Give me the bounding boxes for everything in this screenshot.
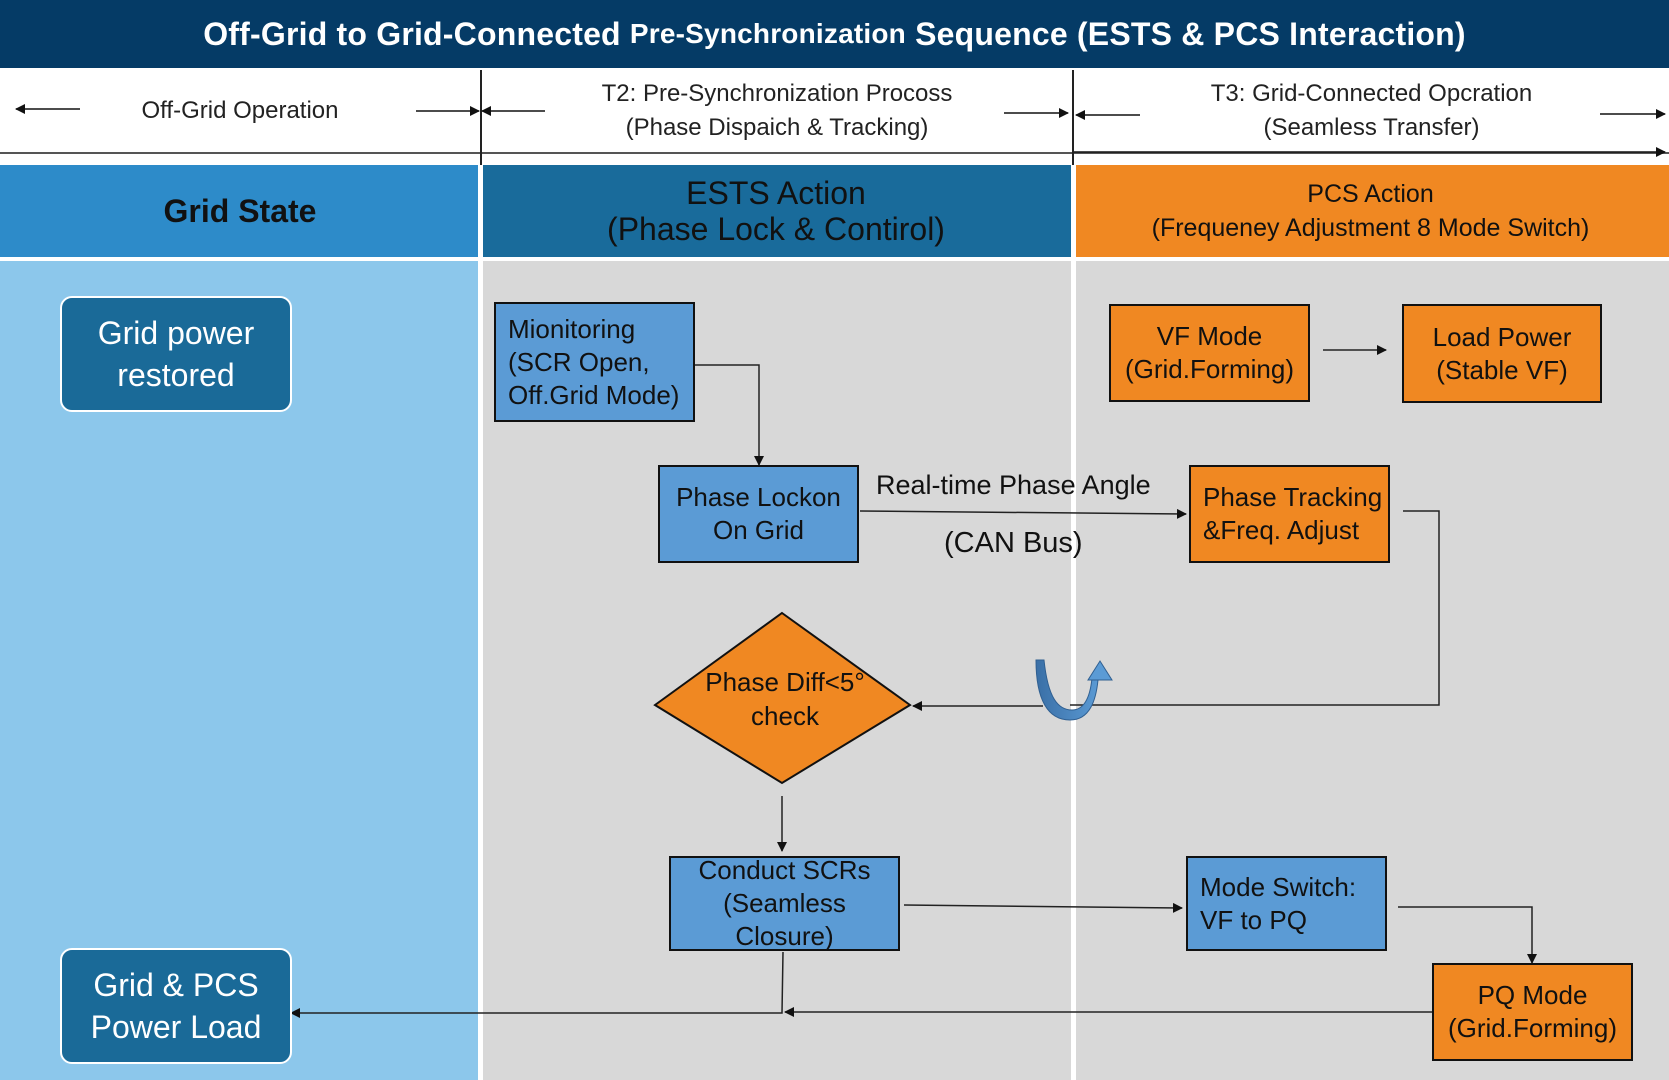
title-part-2: Pre-Synchronization [629, 18, 906, 49]
node-conduct-scrs[interactable]: Conduct SCRs (Seamless Closure) [669, 855, 900, 951]
node-grid-load-line1: Grid & PCS [93, 967, 259, 1003]
node-grid-pcs-power-load[interactable]: Grid & PCS Power Load [60, 948, 292, 1064]
node-load-power[interactable]: Load Power (Stable VF) [1402, 304, 1602, 403]
edge-label-can-bus: (CAN Bus) [944, 527, 1083, 559]
edge-label-phase-angle: Real-time Phase Angle [876, 470, 1151, 500]
node-mode-switch[interactable]: Mode Switch: VF to PQ [1186, 856, 1387, 951]
lane-separator-1 [478, 165, 483, 1080]
title-part-3: Sequence (ESTS & PCS Interaction) [915, 15, 1466, 52]
lane-header-ests-title: ESTS Action [686, 175, 866, 211]
lane-separator-2 [1071, 165, 1076, 1080]
lane-header-pcs-title: PCS Action [1307, 180, 1434, 208]
lane-header-ests: ESTS Action (Phase Lock & Contirol) [480, 165, 1072, 257]
phase-t3: T3: Grid-Connected Opcration (Seamless T… [1074, 70, 1669, 152]
phase-divider-2 [1072, 70, 1074, 165]
node-monitoring[interactable]: Mionitoring (SCR Open, Off.Grid Mode) [494, 302, 695, 422]
node-phase-lock-line1: Phase Lockon [676, 482, 841, 512]
phase-timeline: Off-Grid Operation T2: Pre-Synchronizati… [0, 70, 1669, 154]
node-grid-load-line2: Power Load [90, 1009, 262, 1045]
node-vf-mode[interactable]: VF Mode (Grid.Forming) [1109, 304, 1310, 402]
phase-t3-line1: T3: Grid-Connected Opcration [1210, 80, 1533, 107]
phase-check-line1: Phase Diff<5° [705, 667, 865, 697]
title-part-1: Off-Grid to Grid-Connected [203, 15, 621, 52]
node-vf-mode-line2: (Grid.Forming) [1124, 354, 1294, 384]
phase-divider-1 [480, 70, 482, 165]
node-vf-mode-line1: VF Mode [1156, 321, 1263, 351]
diagram-title: Off-Grid to Grid-Connected Pre-Synchroni… [0, 0, 1669, 68]
node-phase-lock[interactable]: Phase Lockon On Grid [658, 465, 859, 563]
node-monitoring-line3: Off.Grid Mode) [508, 379, 680, 410]
lane-header-grid-state: Grid State [0, 165, 480, 257]
node-tracking-line2: &Freq. Adjust [1203, 515, 1360, 545]
node-grid-power-restored-line2: restored [117, 357, 235, 393]
phase-t3-line2: (Seamless Transfer) [1263, 114, 1480, 141]
node-pq-mode[interactable]: PQ Mode (Grid.Forming) [1432, 963, 1633, 1061]
header-separator [0, 257, 1669, 261]
node-pq-mode-line2: (Grid.Forming) [1447, 1013, 1617, 1043]
node-grid-power-restored-line1: Grid power [97, 315, 255, 351]
node-monitoring-line1: Mionitoring [508, 313, 636, 344]
lane-header-ests-subtitle: (Phase Lock & Contirol) [607, 211, 945, 247]
node-tracking-line1: Phase Tracking [1203, 482, 1383, 512]
node-load-power-line1: Load Power [1432, 321, 1572, 352]
node-grid-power-restored[interactable]: Grid power restored [60, 296, 292, 412]
lane-header-pcs-subtitle: (Frequeney Adjustment 8 Mode Switch) [1151, 214, 1590, 242]
phase-check-text: Phase Diff<5° check [655, 665, 915, 733]
phase-t2-line2: (Phase Dispaich & Tracking) [625, 114, 929, 141]
phase-off-grid: Off-Grid Operation [0, 70, 480, 152]
phase-t2: T2: Pre-Synchronization Procoss (Phase D… [482, 70, 1072, 152]
node-monitoring-line2: (SCR Open, [508, 346, 650, 377]
node-load-power-line2: (Stable VF) [1436, 354, 1568, 385]
node-conduct-line1: Conduct SCRs [698, 855, 871, 885]
phase-off-grid-label: Off-Grid Operation [141, 97, 339, 124]
node-conduct-line2: (Seamless Closure) [723, 888, 846, 951]
phase-check-line2: check [751, 701, 819, 731]
lane-header-pcs: PCS Action (Frequeney Adjustment 8 Mode … [1072, 165, 1669, 257]
node-phase-tracking[interactable]: Phase Tracking &Freq. Adjust [1189, 465, 1390, 563]
node-phase-lock-line2: On Grid [712, 515, 805, 545]
phase-t2-line1: T2: Pre-Synchronization Procoss [601, 80, 953, 107]
node-pq-mode-line1: PQ Mode [1477, 980, 1588, 1010]
lane-header-grid-title: Grid State [163, 193, 317, 229]
node-mode-switch-line2: VF to PQ [1200, 904, 1307, 935]
node-mode-switch-line1: Mode Switch: [1200, 871, 1357, 902]
